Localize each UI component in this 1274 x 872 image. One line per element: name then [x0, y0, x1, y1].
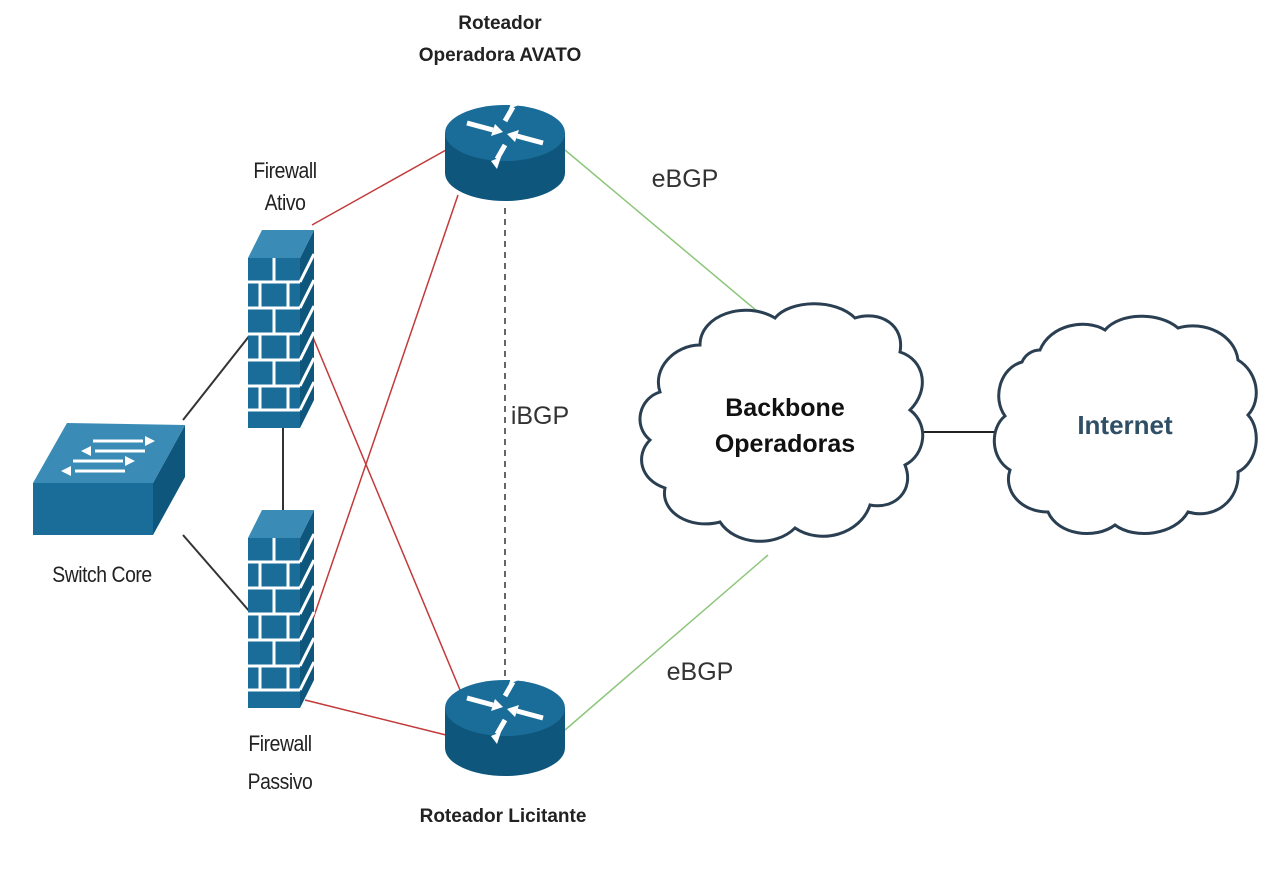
ebgp-bottom-label: eBGP: [666, 658, 734, 686]
backbone-line2: Operadoras: [714, 430, 856, 458]
cloud-icon: [992, 314, 1258, 536]
firewall-passivo-line1: Firewall: [248, 731, 312, 756]
router-top-label-line2: Operadora AVATO: [418, 45, 582, 66]
firewall-passivo-label: Firewall Passivo: [227, 725, 333, 801]
backbone-label: Backbone Operadoras: [700, 390, 870, 462]
firewall-ativo-line1: Firewall: [253, 158, 317, 183]
cloud-icon: [638, 302, 925, 543]
link-passivo-router-bottom: [304, 699, 447, 736]
router-icon: [445, 97, 565, 201]
link-passivo-router-top: [311, 194, 459, 623]
firewall-icon: [248, 510, 316, 708]
link-switch-firewall-passivo: [182, 534, 251, 613]
router-bottom-label: Roteador Licitante: [419, 806, 587, 827]
firewall-icon: [248, 230, 316, 428]
link-switch-firewall-ativo: [182, 334, 251, 421]
switch-icon: [33, 423, 185, 535]
ibgp-label: iBGP: [510, 402, 570, 430]
switch-label: Switch Core: [52, 562, 152, 587]
internet-label: Internet: [1077, 410, 1173, 440]
backbone-line1: Backbone: [725, 394, 845, 422]
link-ebgp-bottom: [564, 554, 769, 731]
firewall-ativo-line2: Ativo: [264, 190, 306, 215]
router-icon: [445, 672, 565, 776]
router-top-label: Roteador Operadora AVATO: [400, 8, 600, 72]
link-ativo-router-top: [311, 149, 447, 226]
ebgp-top-label: eBGP: [651, 165, 719, 193]
connections: [182, 149, 995, 736]
link-ebgp-top: [564, 149, 771, 323]
firewall-passivo-line2: Passivo: [247, 769, 313, 794]
firewall-ativo-label: Firewall Ativo: [232, 155, 338, 219]
link-ativo-router-bottom: [311, 334, 461, 691]
router-top-label-line1: Roteador: [458, 13, 542, 34]
